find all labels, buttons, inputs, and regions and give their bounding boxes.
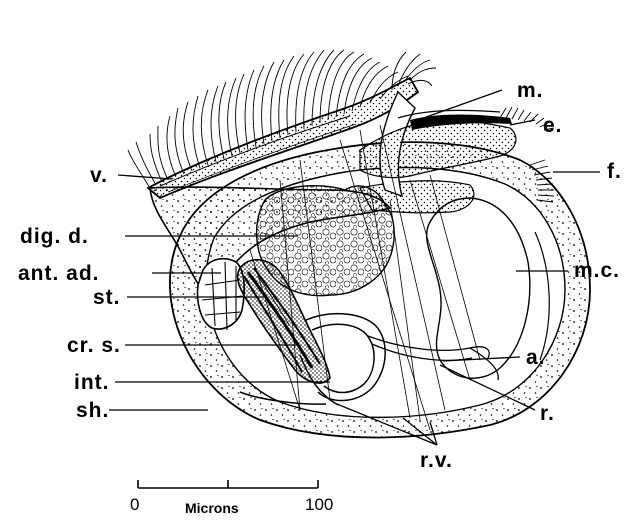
label-f: f. [607, 160, 622, 183]
scale-unit: Microns [185, 500, 239, 516]
label-r: r. [540, 402, 555, 425]
anterior-adductor [198, 259, 245, 330]
label-sh: sh. [76, 399, 109, 422]
label-st: st. [93, 286, 121, 309]
scale-start: 0 [130, 495, 139, 514]
label-int: int. [74, 371, 110, 394]
label-cr-s: cr. s. [67, 334, 121, 357]
scale-bar: 0 100 Microns [130, 480, 333, 516]
label-m: m. [517, 79, 544, 102]
label-e: e. [543, 114, 563, 137]
label-a: a. [526, 346, 546, 369]
label-r-v: r.v. [420, 449, 453, 472]
label-ant-ad: ant. ad. [18, 262, 100, 285]
leader-v [118, 175, 172, 179]
label-v: v. [90, 164, 108, 187]
label-m-c: m.c. [574, 259, 620, 282]
label-dig-d: dig. d. [20, 225, 89, 248]
scale-end: 100 [305, 495, 333, 514]
leader-e [510, 120, 535, 125]
